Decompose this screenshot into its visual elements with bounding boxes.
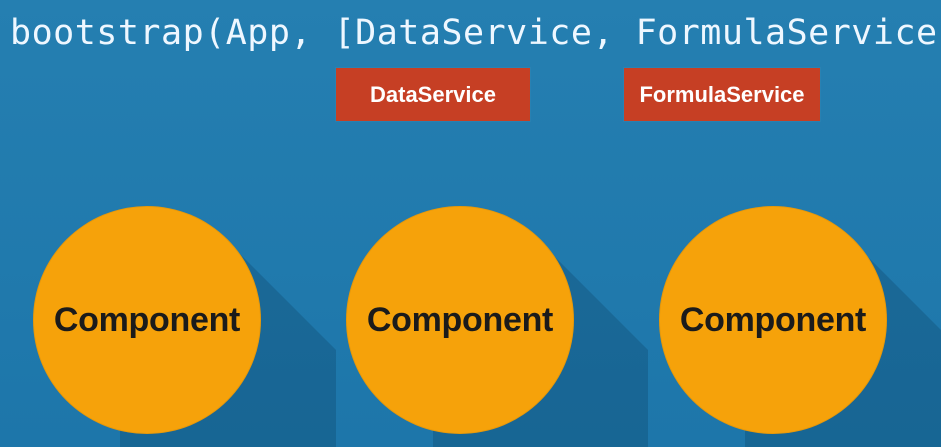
component-circle-3: Component — [659, 206, 887, 434]
bootstrap-code-line: bootstrap(App, [DataService, FormulaServ… — [10, 13, 941, 53]
formula-service-box: FormulaService — [624, 68, 820, 121]
component-circle-2: Component — [346, 206, 574, 434]
component-label-2: Component — [366, 300, 554, 339]
data-service-box: DataService — [336, 68, 530, 121]
component-circle-1: Component — [33, 206, 261, 434]
formula-service-label: FormulaService — [639, 81, 805, 107]
data-service-label: DataService — [370, 81, 496, 107]
component-label-3: Component — [679, 300, 867, 339]
component-label-1: Component — [53, 300, 241, 339]
